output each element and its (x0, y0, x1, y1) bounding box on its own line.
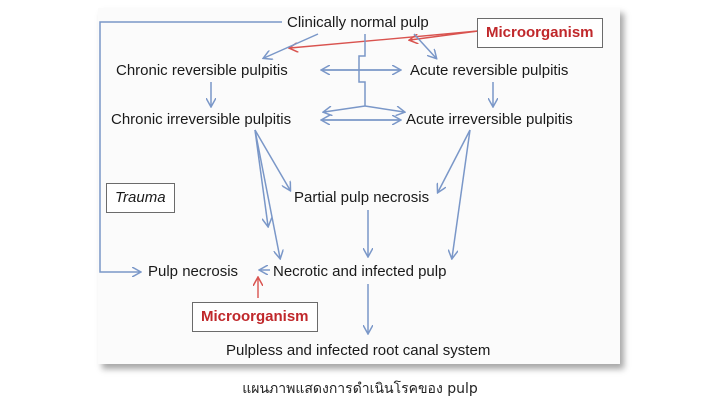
arrow-chronic-irrev-to-necrotic (254, 129, 280, 258)
node-acute-irreversible-pulpitis: Acute irreversible pulpitis (406, 111, 573, 128)
arrow-normal-to-chronic-rev (264, 33, 319, 58)
arrow-chronic-irrev-to-partial (254, 129, 290, 190)
arrow-micro-to-normal-right (410, 30, 479, 40)
node-pulp-necrosis: Pulp necrosis (148, 263, 239, 280)
node-pulpless-infected-root-canal: Pulpless and infected root canal system (226, 342, 491, 359)
node-partial-pulp-necrosis: Partial pulp necrosis (294, 189, 430, 206)
arrow-chronic-irrev-down (254, 129, 268, 226)
node-acute-reversible-pulpitis: Acute reversible pulpitis (410, 62, 569, 79)
microorganism-box-bottom: Microorganism (192, 302, 318, 332)
arrow-bracket-to-acute-irrev (364, 105, 404, 112)
arrow-acute-irrev-to-partial (438, 129, 471, 192)
central-bracket (358, 34, 366, 106)
arrow-micro-to-normal-left (290, 30, 479, 48)
node-chronic-reversible-pulpitis: Chronic reversible pulpitis (116, 62, 288, 79)
arrow-bracket-to-chronic-irrev (324, 105, 366, 112)
arrow-trauma-loop (99, 21, 282, 272)
node-chronic-irreversible-pulpitis: Chronic irreversible pulpitis (111, 111, 292, 128)
trauma-box: Trauma (106, 183, 175, 213)
arrow-acute-irrev-to-necrotic (452, 129, 471, 258)
microorganism-box-top: Microorganism (477, 18, 603, 48)
figure-caption: แผนภาพแสดงการดำเนินโรคของ pulp (242, 381, 478, 397)
arrow-normal-to-acute-rev (413, 33, 436, 58)
node-clinically-normal-pulp: Clinically normal pulp (287, 14, 429, 31)
node-necrotic-and-infected-pulp: Necrotic and infected pulp (273, 263, 447, 280)
